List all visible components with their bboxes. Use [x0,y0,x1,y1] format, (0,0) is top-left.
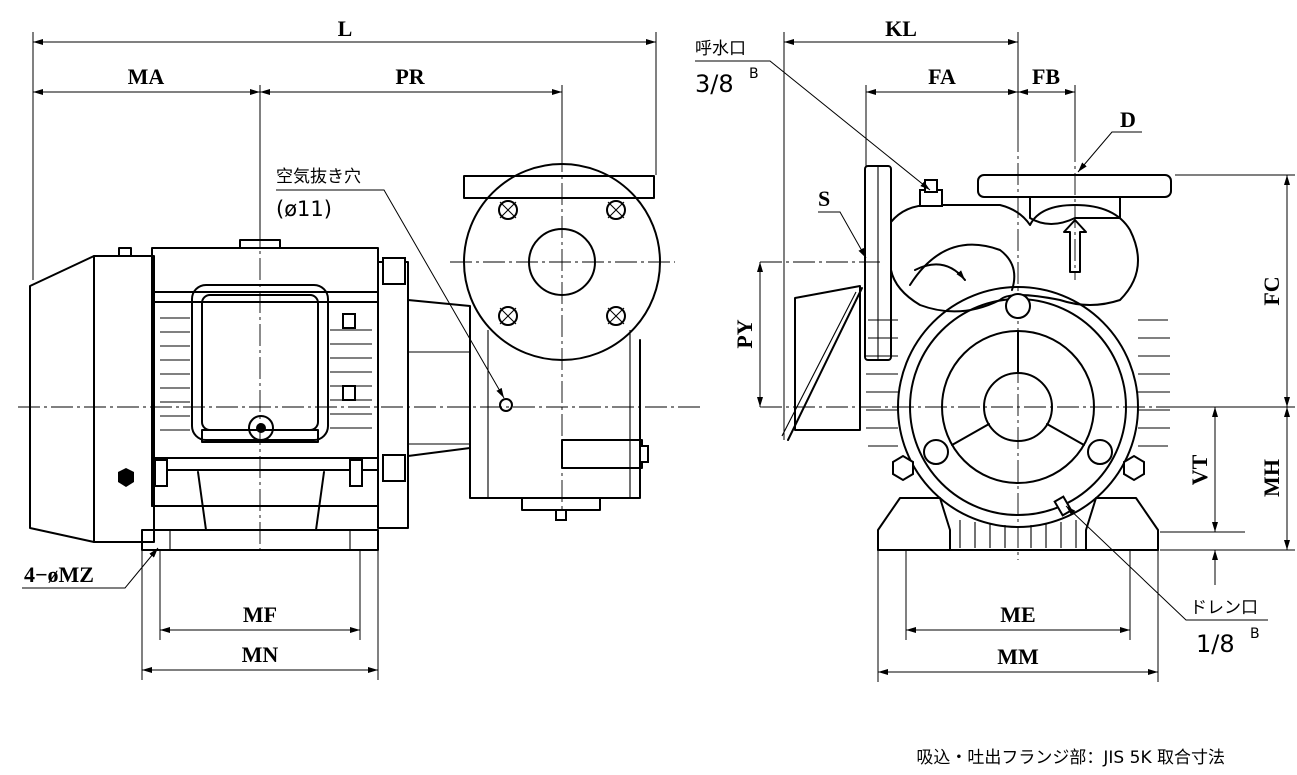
drain-port-unit: B [1250,626,1260,642]
motor-body [151,239,379,507]
front-view [760,130,1270,560]
drain-port-callout: ドレン口 1/8 B [1065,505,1268,658]
air-vent-label: 空気抜き穴 [276,167,361,187]
side-view-dimensions: L MA PR MF MN 4−øMZ 空気抜き穴 (ø11) [22,16,657,680]
dim-fb-label: FB [1032,64,1060,89]
air-vent-size: (ø11) [276,197,332,221]
priming-plug-icon [924,179,938,193]
hex-bolt-icon [118,468,134,487]
drain-port-label: ドレン口 [1190,598,1258,618]
air-vent-hole-icon [499,398,513,412]
dim-kl-label: KL [885,16,917,41]
bearing-bracket [377,257,471,529]
motor-end-view [866,286,1170,548]
dim-ma-label: MA [128,64,165,89]
dim-l-label: L [338,16,353,41]
dim-mf-label: MF [243,602,277,627]
mounting-holes-label: 4−øMZ [24,562,94,587]
front-feet [877,497,1159,551]
discharge-flange [977,174,1172,225]
dim-py-label: PY [732,319,757,348]
priming-port-callout: 呼水口 3/8 B [695,39,931,191]
pump-casing [463,163,661,521]
air-vent-callout: 空気抜き穴 (ø11) [276,167,505,399]
dim-mh-label: MH [1259,459,1284,497]
front-view-dimensions: KL FA FB D S PY FC MH VT ME MM 呼水口 3/8 B [695,16,1295,682]
volute-casing [890,179,1139,313]
drain-port-size: 1/8 [1196,630,1235,658]
dim-s-label: S [818,186,830,211]
dim-vt-label: VT [1187,454,1212,485]
priming-port-size: 3/8 [695,70,734,98]
dim-mn-label: MN [242,642,279,667]
dim-mm-label: MM [997,644,1039,669]
flow-arrow-icon [1063,219,1087,273]
cable-gland-icon [256,423,266,433]
dim-d-label: D [1120,107,1136,132]
dim-pr-label: PR [395,64,425,89]
motor-feet [141,471,379,551]
side-view [18,150,700,555]
dim-fa-label: FA [928,64,956,89]
terminal-box [191,284,329,443]
suction-flange [864,165,892,361]
priming-port-label: 呼水口 [695,39,746,59]
front-fan-cover [781,285,863,441]
priming-port-unit: B [749,66,759,82]
flange-standard-note: 吸込・吐出フランジ部：JIS 5K 取合寸法 [916,748,1225,768]
dim-fc-label: FC [1259,276,1284,305]
flange-bolt-holes [498,200,626,326]
fan-cover [29,247,155,543]
dim-me-label: ME [1000,602,1035,627]
